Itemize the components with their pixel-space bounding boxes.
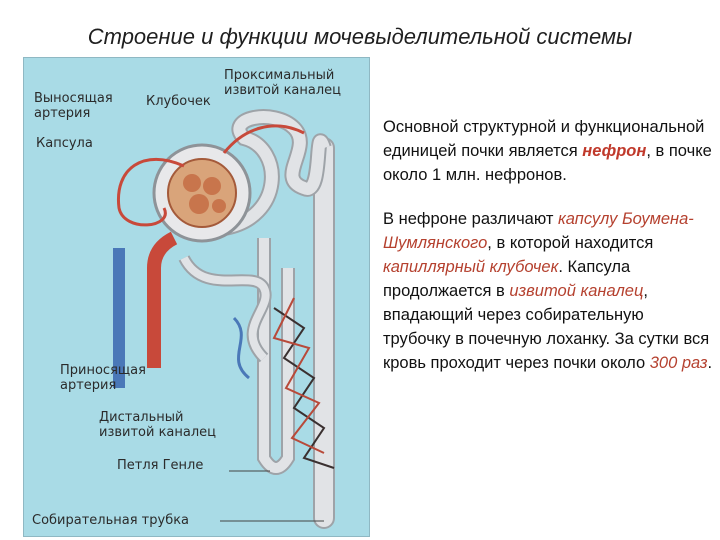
label-proximal-tubule: Проксимальный извитой каналец	[224, 68, 342, 98]
nephron-illustration: Выносящая артерия Клубочек Проксимальный…	[23, 57, 370, 537]
label-distal-tubule: Дистальный извитой каналец	[99, 410, 217, 440]
text-span: , в которой находится	[487, 234, 654, 252]
text-span: . Капсула продолжается в	[383, 258, 631, 300]
paragraph-nephron: Основной структурной и функциональной ед…	[383, 115, 713, 187]
efferent-artery	[116, 157, 185, 227]
term-glomerulus: капиллярный клубочек	[383, 258, 559, 276]
label-collecting-duct: Собирательная трубка	[32, 513, 190, 528]
term-300-times: 300 раз	[649, 354, 708, 372]
glomerulus-loop	[203, 177, 221, 195]
description-text: Основной структурной и функциональной ед…	[383, 115, 713, 375]
text-span: .	[707, 354, 713, 372]
label-afferent-artery: Приносящая артерия	[60, 363, 146, 393]
text-span: Основной структурной и функциональной ед…	[383, 118, 705, 160]
nephron-drawing	[113, 109, 335, 529]
text-span: , в почке около 1 млн. нефронов.	[383, 142, 712, 184]
efferent-artery-branch	[222, 124, 305, 154]
capillary-network	[272, 297, 325, 454]
glomerulus	[167, 158, 237, 228]
label-loop-of-henle: Петля Генле	[117, 458, 204, 473]
distal-tubule-shape	[180, 255, 270, 361]
afferent-artery	[147, 231, 178, 368]
label-efferent-artery: Выносящая артерия	[34, 91, 113, 121]
glomerulus-loop	[212, 199, 226, 213]
capillary-network	[273, 307, 335, 469]
text-span: В нефроне различают	[383, 210, 558, 228]
text-span: , впадающий через собирательную трубочку…	[383, 282, 710, 372]
paragraph-structure: В нефроне различают капсулу Боумена-Шумл…	[383, 207, 713, 375]
glomerulus-loop	[189, 194, 209, 214]
term-capsule: капсулу Боумена-Шумлянского	[383, 210, 694, 252]
venule	[232, 316, 250, 380]
slide-title: Строение и функции мочевыделительной сис…	[87, 24, 633, 49]
term-nephron: нефрон	[582, 142, 647, 160]
term-tubule: извитой каналец	[509, 282, 644, 300]
label-glomerulus: Клубочек	[146, 94, 211, 109]
henle-loop-shape	[259, 238, 293, 473]
label-capsule: Капсула	[36, 136, 93, 151]
glomerulus-loop	[183, 174, 201, 192]
